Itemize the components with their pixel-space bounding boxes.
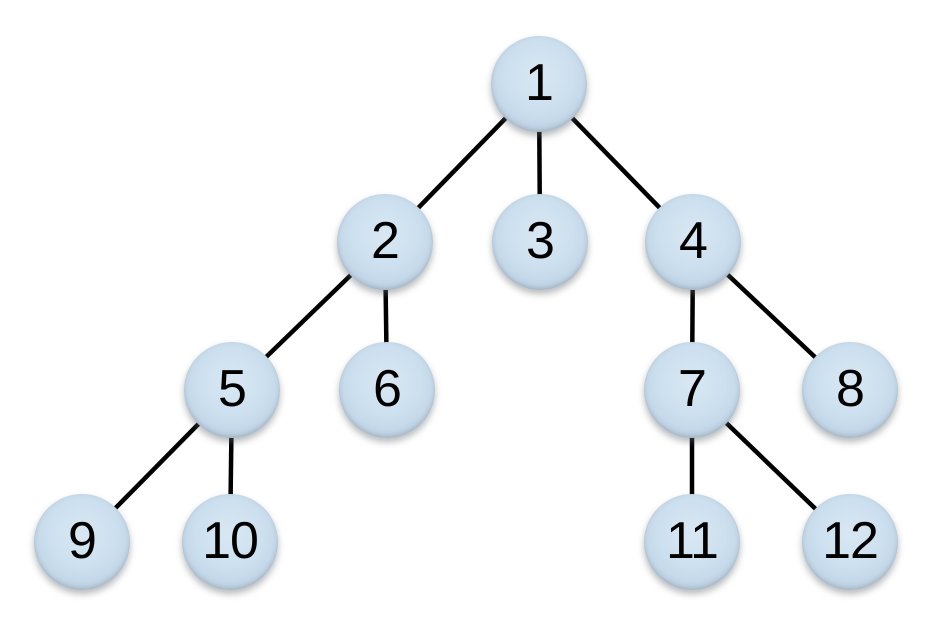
tree-node-label-2: 2: [371, 212, 400, 270]
tree-node-8: 8: [802, 342, 898, 438]
tree-node-2: 2: [337, 194, 433, 290]
tree-node-label-1: 1: [525, 54, 554, 112]
tree-node-label-5: 5: [218, 360, 247, 418]
tree-node-6: 6: [339, 342, 435, 438]
tree-node-label-3: 3: [526, 212, 555, 270]
tree-node-label-8: 8: [836, 360, 865, 418]
tree-node-12: 12: [802, 494, 898, 590]
tree-node-1: 1: [491, 36, 587, 132]
tree-node-label-4: 4: [679, 212, 708, 270]
tree-node-4: 4: [645, 194, 741, 290]
tree-node-label-10: 10: [202, 512, 259, 570]
tree-node-label-7: 7: [678, 360, 707, 418]
tree-node-11: 11: [644, 494, 740, 590]
tree-node-7: 7: [644, 342, 740, 438]
tree-node-10: 10: [182, 494, 278, 590]
tree-node-label-11: 11: [666, 512, 719, 570]
tree-node-9: 9: [34, 494, 130, 590]
tree-node-5: 5: [184, 342, 280, 438]
tree-node-label-9: 9: [68, 512, 97, 570]
tree-node-label-6: 6: [373, 360, 402, 418]
tree-node-3: 3: [492, 194, 588, 290]
tree-node-label-12: 12: [822, 512, 879, 570]
